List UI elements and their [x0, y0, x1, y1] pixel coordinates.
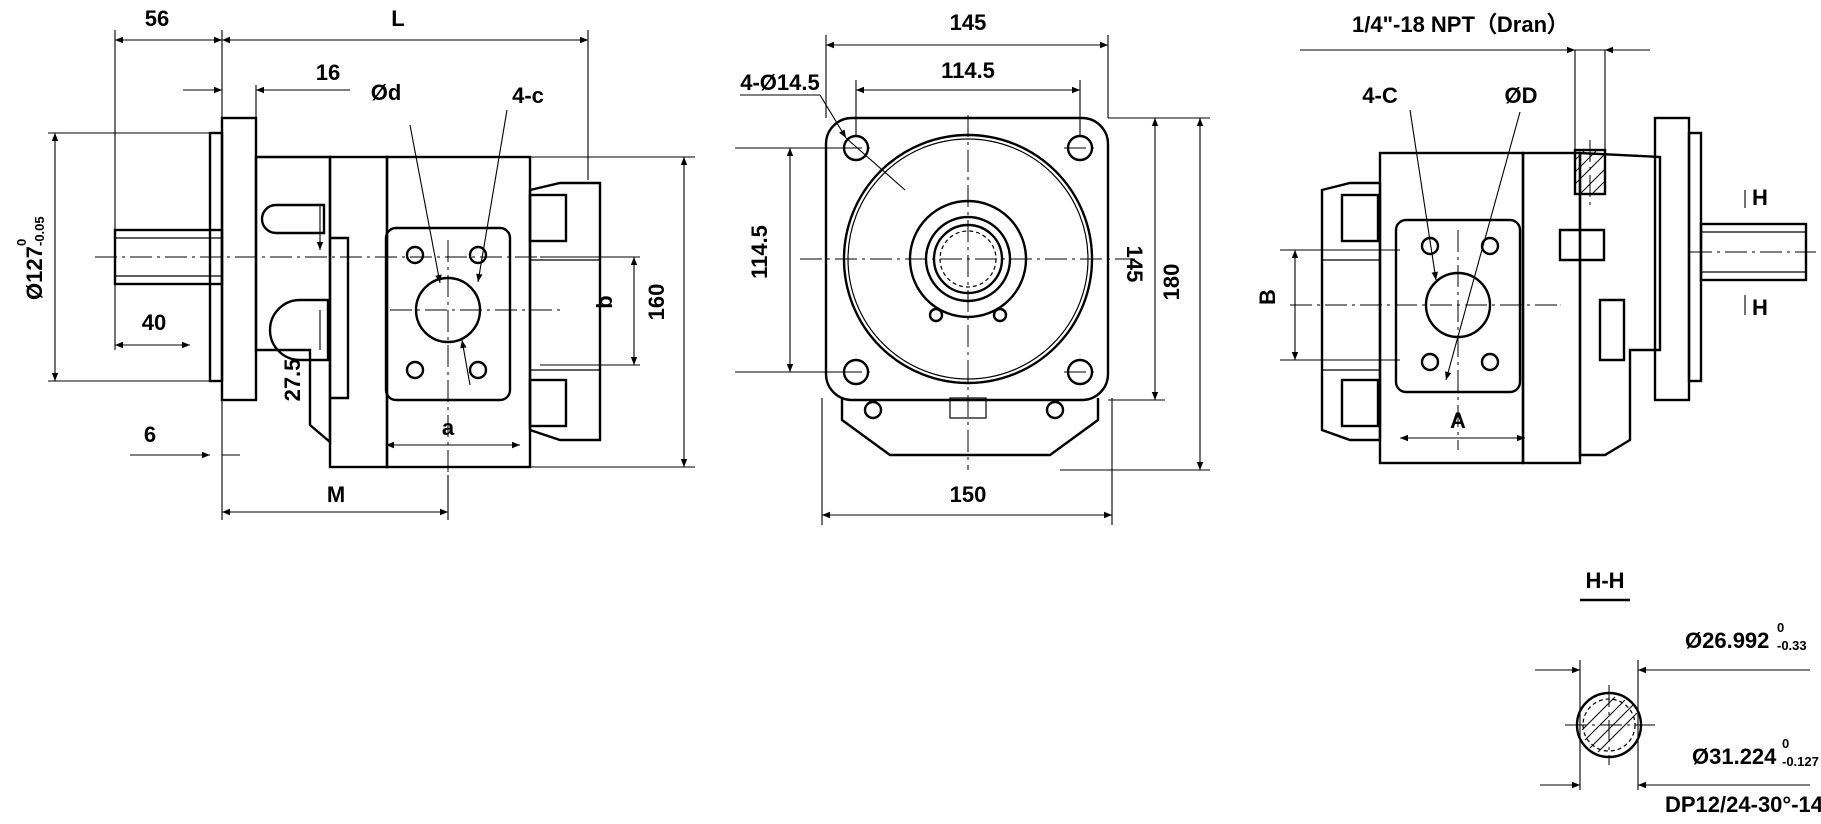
dim-A-label: A — [1450, 408, 1466, 433]
dim-26-992-upper: 0 — [1777, 620, 1784, 635]
section-title: H-H — [1585, 568, 1624, 593]
front-view — [735, 35, 1210, 525]
dim-6-label: 6 — [144, 422, 156, 447]
dim-56-label: 56 — [145, 6, 169, 31]
dim-26-992-label: Ø26.992 — [1685, 628, 1769, 653]
body-left — [328, 155, 389, 469]
dim-31-224-lower: -0.127 — [1782, 754, 1819, 769]
dim-145-top-label: 145 — [950, 10, 987, 35]
dim-145-right-label: 145 — [1122, 246, 1147, 283]
dim-31-224-upper: 0 — [1782, 736, 1789, 751]
dim-4C-label: 4-C — [1362, 83, 1398, 108]
dim-holes-label: 4-Ø14.5 — [740, 70, 820, 95]
dim-dia127-label: Ø127 — [22, 246, 47, 300]
dim-114-5-top-label: 114.5 — [941, 58, 995, 83]
dim-b-label: b — [592, 295, 617, 308]
dim-d-label: Ød — [371, 80, 402, 105]
dim-26-992-lower: -0.33 — [1777, 638, 1807, 653]
dim-dia127-lower: -0.05 — [32, 216, 47, 246]
body-main — [385, 155, 532, 469]
rear-end-cover — [1320, 181, 1382, 442]
dim-4c-label: 4-c — [512, 83, 544, 108]
section-H-top: H — [1752, 185, 1768, 210]
dim-L-label: L — [391, 6, 404, 31]
dim-114-5-left-label: 114.5 — [747, 225, 772, 279]
dim-160-label: 160 — [644, 284, 669, 321]
dim-16-label: 16 — [316, 60, 340, 85]
dim-a-label: a — [442, 415, 455, 440]
rear-view — [1280, 46, 1816, 465]
spline-spec-label: DP12/24-30°-14T — [1665, 792, 1821, 817]
mounting-flange — [220, 116, 258, 402]
rear-cover — [528, 181, 602, 442]
dim-180-label: 180 — [1159, 264, 1184, 301]
dim-31-224-label: Ø31.224 — [1692, 744, 1777, 769]
dim-40-label: 40 — [142, 310, 166, 335]
side-view — [48, 30, 695, 520]
dim-dia127-upper: 0 — [14, 239, 29, 246]
dim-D-label: ØD — [1505, 83, 1538, 108]
dim-150-label: 150 — [950, 482, 987, 507]
section-H-bottom: H — [1752, 295, 1768, 320]
lower-body — [840, 398, 1100, 457]
rear-front-cover — [1578, 151, 1662, 457]
section-H-H — [1535, 598, 1810, 790]
dim-npt-label: 1/4"-18 NPT（Dran） — [1352, 12, 1569, 37]
dim-M-label: M — [327, 482, 345, 507]
dim-B-label: B — [1255, 289, 1280, 305]
dim-27-5-label: 27.5 — [280, 359, 305, 402]
